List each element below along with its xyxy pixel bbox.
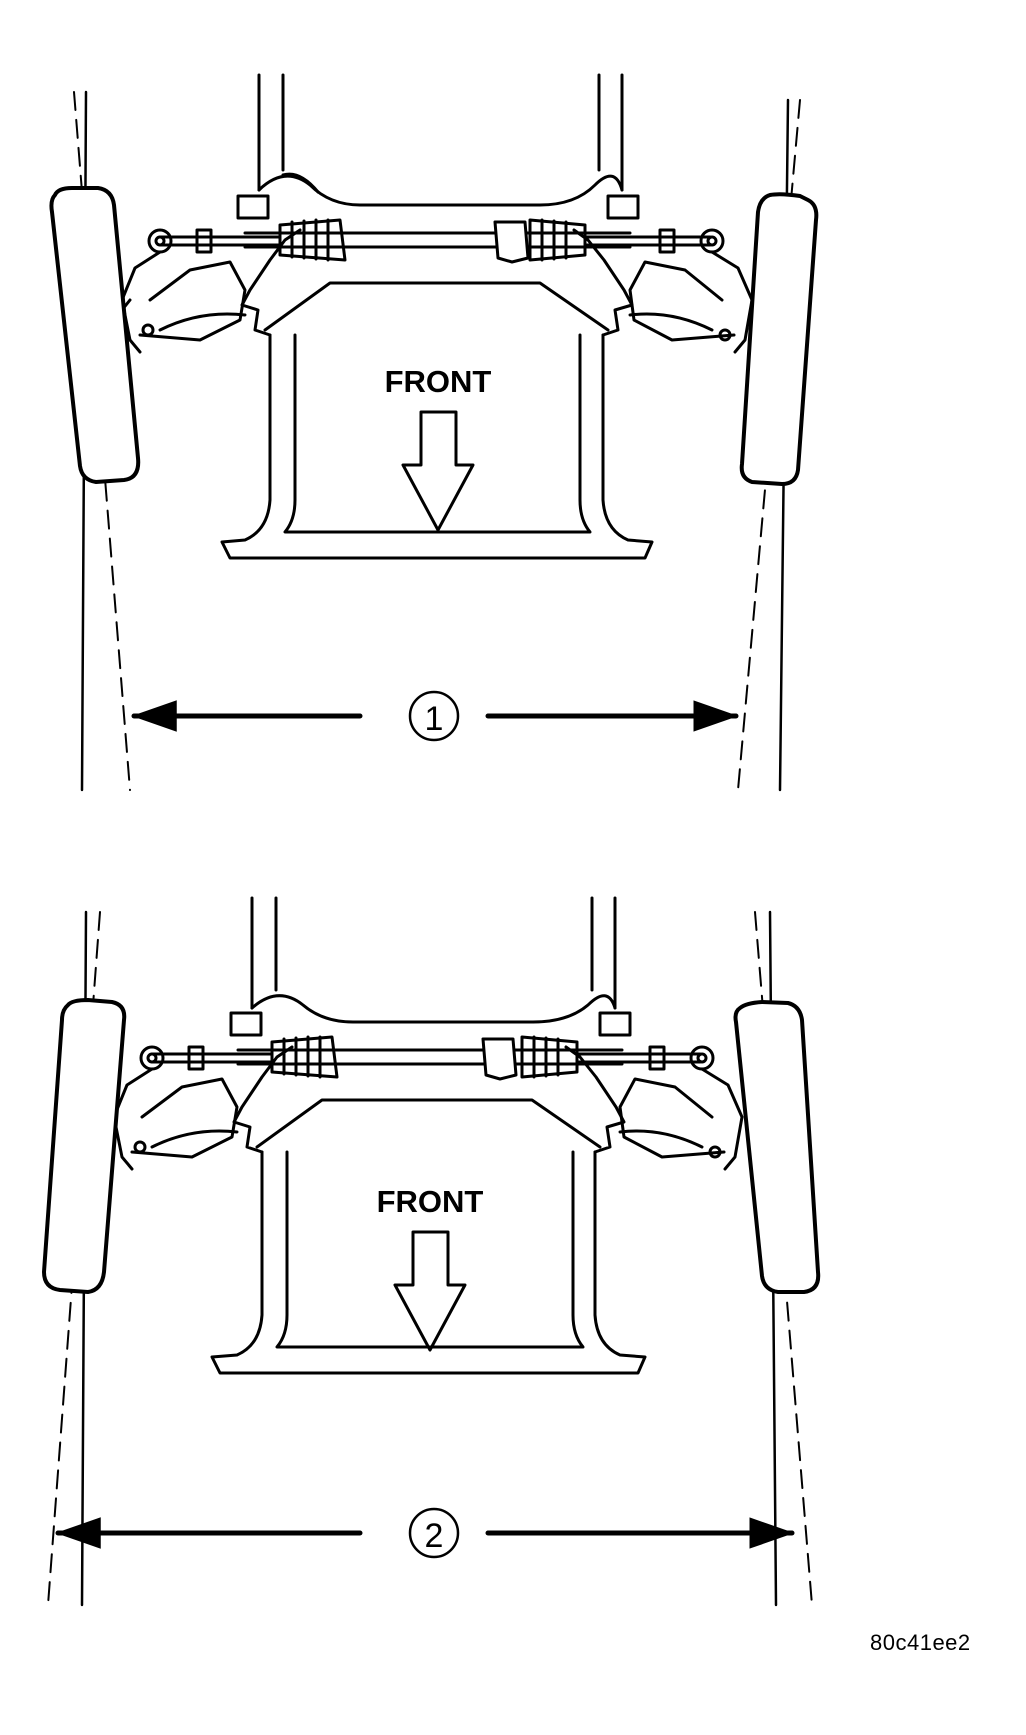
cradle-top xyxy=(263,281,610,332)
left-rack-boot-2 xyxy=(270,1035,339,1079)
callout-number-1: 1 xyxy=(425,700,444,738)
right-tire xyxy=(739,192,819,486)
rack-center-housing xyxy=(493,220,530,264)
front-arrow xyxy=(401,410,475,532)
front-arrow-2 xyxy=(393,1230,467,1352)
right-tire-2 xyxy=(733,1000,821,1294)
panel-2 xyxy=(42,896,821,1607)
right-rack-boot xyxy=(528,218,587,262)
engine-cradle xyxy=(220,333,654,560)
right-tie-rod-end xyxy=(699,228,725,254)
front-label-2: FRONT xyxy=(377,1184,484,1219)
right-rack-boot-2 xyxy=(520,1035,579,1079)
front-label-1: FRONT xyxy=(385,364,492,399)
left-tie-rod-end xyxy=(147,228,173,254)
figure-id: 80c41ee2 xyxy=(870,1630,971,1655)
callout-circle-2 xyxy=(408,1507,460,1559)
left-rack-boot xyxy=(278,218,347,262)
panel-1 xyxy=(49,73,819,792)
callout-number-2: 2 xyxy=(425,1517,444,1555)
callout-circle-1 xyxy=(408,690,460,742)
left-tire xyxy=(49,186,141,484)
crossmember xyxy=(257,174,624,207)
left-tire-2 xyxy=(42,998,127,1294)
